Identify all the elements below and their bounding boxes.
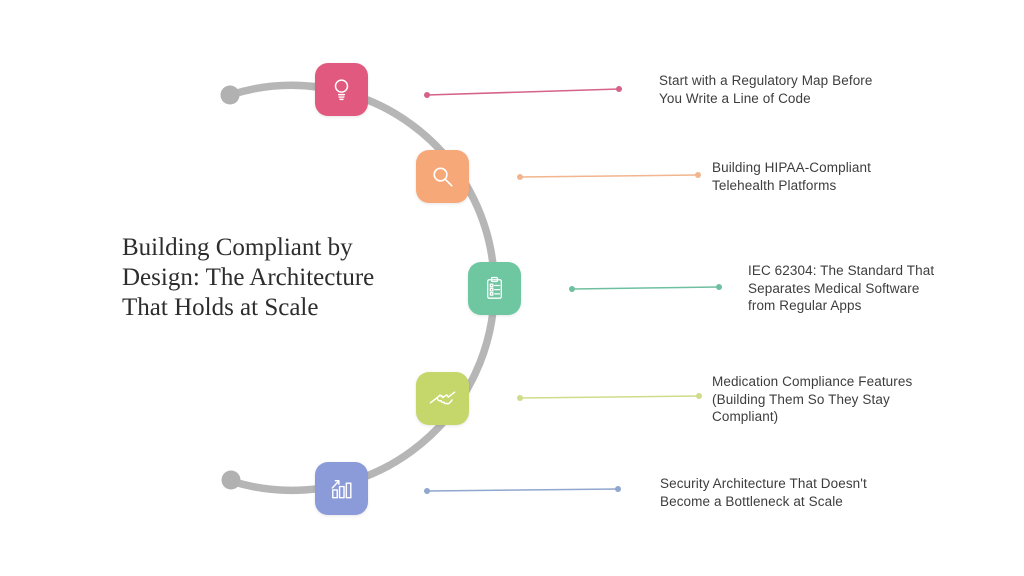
item-label-3: IEC 62304: The Standard That Separates M… bbox=[748, 263, 935, 313]
page-title-line: That Holds at Scale bbox=[122, 294, 319, 321]
timeline-node-5 bbox=[315, 462, 368, 515]
connector-1 bbox=[424, 86, 622, 98]
connector-line bbox=[519, 174, 699, 178]
connector-line bbox=[571, 286, 720, 290]
connector-dot bbox=[517, 395, 523, 401]
item-label-1: Start with a Regulatory Map Before You W… bbox=[659, 73, 873, 106]
item-label-5: Security Architecture That Doesn't Becom… bbox=[660, 476, 867, 509]
arc-endpoint-dot-bottom bbox=[221, 470, 241, 490]
page-title: Building Compliant by Design: The Archit… bbox=[122, 233, 374, 323]
connector-2 bbox=[517, 172, 701, 180]
arc-endpoint-dot-top bbox=[220, 85, 240, 105]
timeline-node-4 bbox=[416, 372, 469, 425]
connector-dot bbox=[616, 86, 622, 92]
connector-dot bbox=[716, 284, 722, 290]
connector-4 bbox=[517, 393, 702, 401]
item-label-4: Medication Compliance Features (Building… bbox=[712, 374, 913, 424]
connector-dot bbox=[569, 286, 575, 292]
magnifier-icon bbox=[433, 167, 453, 187]
connector-dot bbox=[696, 393, 702, 399]
checklist-icon bbox=[487, 276, 502, 299]
connector-line bbox=[426, 88, 620, 96]
connector-dot bbox=[615, 486, 621, 492]
connector-dot bbox=[517, 174, 523, 180]
connector-5 bbox=[424, 486, 621, 494]
bar-chart-icon bbox=[331, 480, 352, 499]
connector-3 bbox=[569, 284, 722, 292]
connector-dot bbox=[424, 92, 430, 98]
handshake-icon bbox=[429, 391, 456, 405]
item-label-2: Building HIPAA-Compliant Telehealth Plat… bbox=[712, 160, 871, 193]
connector-dot bbox=[424, 488, 430, 494]
timeline-node-3 bbox=[468, 262, 521, 315]
timeline-node-1 bbox=[315, 63, 368, 116]
timeline-node-2 bbox=[416, 150, 469, 203]
lightbulb-icon bbox=[334, 79, 349, 101]
page-title-line: Building Compliant by bbox=[122, 234, 353, 261]
connector-dot bbox=[695, 172, 701, 178]
connector-line bbox=[426, 488, 619, 492]
page-title-line: Design: The Architecture bbox=[122, 264, 375, 291]
connector-line bbox=[519, 395, 700, 399]
